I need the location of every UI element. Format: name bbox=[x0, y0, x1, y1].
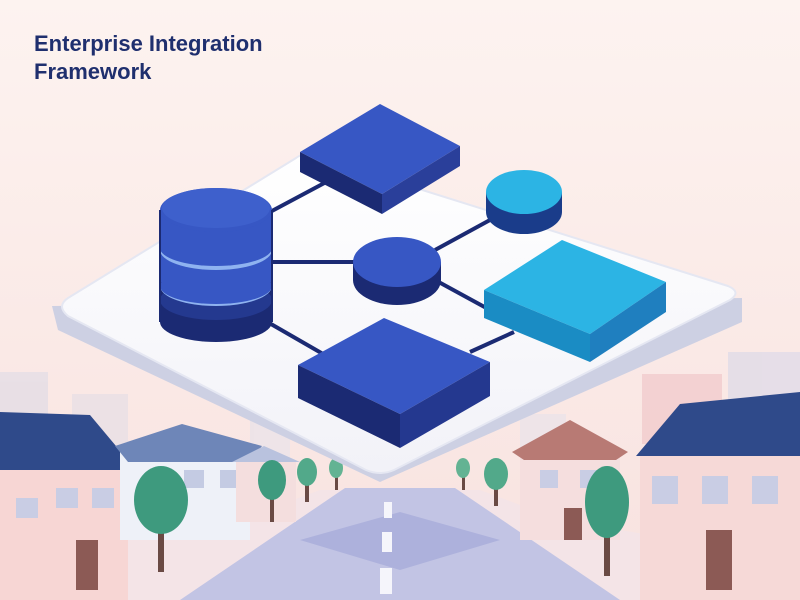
right-houses bbox=[512, 392, 800, 600]
lane-marking bbox=[382, 532, 392, 552]
window bbox=[752, 476, 778, 504]
top-block-node bbox=[300, 104, 460, 214]
database-node bbox=[159, 188, 273, 342]
window bbox=[92, 488, 114, 508]
title-line-1: Enterprise Integration bbox=[34, 31, 263, 56]
title-line-2: Framework bbox=[34, 59, 152, 84]
lane-marking bbox=[380, 568, 392, 594]
cyan-block-node bbox=[484, 240, 666, 362]
tree bbox=[329, 458, 343, 478]
roof bbox=[0, 412, 136, 470]
roof bbox=[636, 392, 800, 456]
edge-hub-small-disc bbox=[434, 218, 491, 252]
street bbox=[0, 488, 800, 600]
tree bbox=[484, 458, 508, 490]
edge-bottom-block-cyan-block bbox=[469, 330, 515, 354]
roof bbox=[512, 420, 628, 460]
tree bbox=[297, 458, 317, 486]
bottom-block-node bbox=[298, 318, 490, 448]
edge-database-bottom-block bbox=[263, 318, 331, 360]
tree bbox=[134, 466, 188, 534]
tree bbox=[456, 458, 470, 478]
door bbox=[706, 530, 732, 590]
door bbox=[564, 508, 582, 540]
hub-node bbox=[353, 237, 441, 305]
door bbox=[76, 540, 98, 590]
window bbox=[702, 476, 728, 504]
window bbox=[56, 488, 78, 508]
roof bbox=[115, 424, 262, 462]
window bbox=[652, 476, 678, 504]
edge-hub-cyan-block bbox=[434, 278, 491, 312]
trees bbox=[134, 458, 629, 576]
page-title: Enterprise Integration Framework bbox=[34, 30, 263, 86]
window bbox=[16, 498, 38, 518]
lane-marking bbox=[384, 502, 392, 518]
tree bbox=[585, 466, 629, 538]
edge-database-top-block bbox=[269, 178, 331, 214]
small-disc-node bbox=[486, 170, 562, 234]
connectors bbox=[263, 178, 515, 360]
tree bbox=[258, 460, 286, 500]
